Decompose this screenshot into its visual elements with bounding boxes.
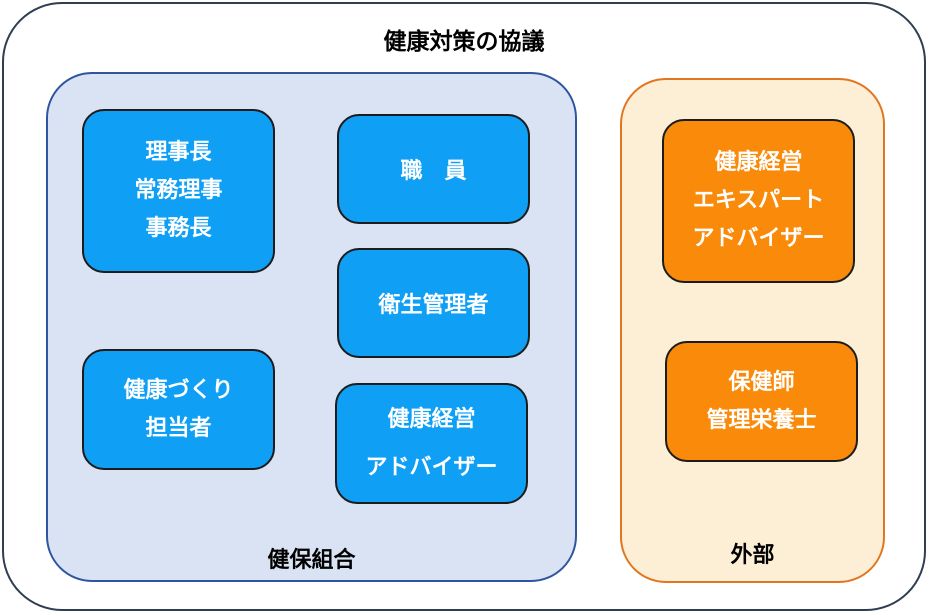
external-group-label: 外部 xyxy=(730,543,775,568)
box-line: 衛生管理者 xyxy=(378,293,489,318)
box-line: アドバイザー xyxy=(365,454,498,480)
box-line: 管理栄養士 xyxy=(706,407,817,433)
diagram-title: 健康対策の協議 xyxy=(383,29,545,55)
box-line: アドバイザー xyxy=(692,226,825,251)
insurer-group-label: 健保組合 xyxy=(267,548,356,573)
box-line: 健康づくり xyxy=(123,377,234,403)
box-line: 健康経営 xyxy=(714,150,803,175)
box-line: 常務理事 xyxy=(134,178,223,203)
box-line: 保健師 xyxy=(728,369,795,395)
expert-advisor-box: 健康経営 エキスパート アドバイザー xyxy=(662,119,855,283)
box-line: 担当者 xyxy=(145,415,212,441)
box-line: 職 員 xyxy=(400,159,467,184)
box-line: 理事長 xyxy=(145,140,212,165)
box-line: 健康経営 xyxy=(387,406,476,432)
box-line: エキスパート xyxy=(692,188,825,213)
staff-box: 職 員 xyxy=(337,114,530,224)
nurse-dietitian-box: 保健師 管理栄養士 xyxy=(665,341,858,462)
box-line: 事務長 xyxy=(145,216,212,241)
health-management-advisor-box: 健康経営 アドバイザー xyxy=(335,383,528,504)
health-promotion-box: 健康づくり 担当者 xyxy=(82,349,275,470)
executives-box: 理事長 常務理事 事務長 xyxy=(82,109,275,273)
hygiene-manager-box: 衛生管理者 xyxy=(337,248,530,358)
